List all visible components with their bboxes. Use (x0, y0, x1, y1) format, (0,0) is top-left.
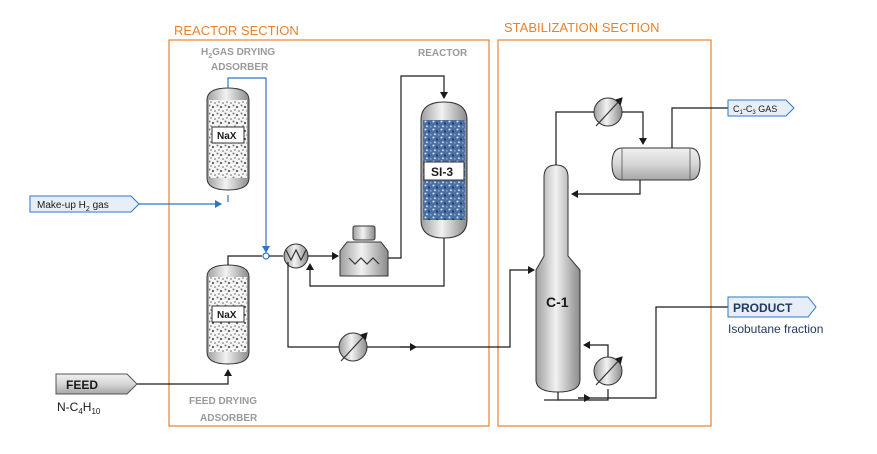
feed-formula: N-C4H10 (57, 400, 101, 416)
nax-bottom-label: NaX (217, 310, 237, 321)
condenser-to-drum (622, 111, 647, 145)
makeup-h2-tag: Make-up H2 gas (29, 195, 140, 213)
stabilization-section-title: STABILIZATION SECTION (504, 20, 660, 35)
product-text: PRODUCT (733, 301, 793, 315)
reflux-line (571, 180, 641, 198)
h2-dried-line (227, 77, 270, 253)
heater-to-reactor (388, 75, 448, 259)
heater (339, 225, 389, 277)
feed-drying-adsorber-label-2: ADSORBER (200, 413, 258, 424)
overhead-condenser (593, 97, 623, 127)
h2-mixing-point (262, 252, 270, 260)
reactor-section-box (168, 39, 490, 427)
effluent-to-cooler (287, 262, 339, 348)
si3-label: SI-3 (431, 165, 453, 179)
gas-offtake-line (671, 107, 728, 148)
product-description: Isobutane fraction (728, 322, 823, 336)
column-label: C-1 (546, 294, 569, 310)
nax-top-label: NaX (217, 131, 237, 142)
h2-drying-adsorber-label: H2GAS DRYING (201, 47, 275, 60)
feed-adsorber-outlet-line (227, 255, 262, 265)
makeup-h2-text: Make-up H2 gas (37, 200, 109, 213)
feed-drying-adsorber-label: FEED DRYING (189, 396, 257, 407)
feed-tag: FEED (55, 373, 138, 395)
overhead-vapor-line (555, 111, 594, 165)
reboiler (593, 356, 623, 386)
reactor-effluent-line (306, 238, 445, 287)
reactor-section-title: REACTOR SECTION (174, 23, 299, 38)
reflux-drum (611, 147, 701, 181)
reactor-vessel: SI-3 (420, 101, 468, 239)
bottoms-to-reboiler (557, 389, 609, 401)
gas-tag: C1-C3 GAS (727, 99, 795, 117)
feed-drying-adsorber: NaX (206, 264, 250, 365)
reactor-label: REACTOR (418, 48, 468, 59)
feed-text: FEED (66, 378, 98, 392)
product-tag: PRODUCT (727, 296, 817, 318)
stabilizer-column: C-1 (535, 164, 581, 393)
bottoms-product-line (578, 306, 728, 399)
h2-drying-adsorber: NaX (206, 87, 250, 191)
gas-text: C1-C3 GAS (733, 104, 777, 116)
h2-drying-adsorber-label-2: ADSORBER (211, 62, 269, 73)
reboiler-return (583, 341, 609, 357)
column-feed-cooler (338, 332, 368, 362)
feed-line (137, 369, 232, 385)
cooler-to-column (367, 266, 535, 348)
stabilization-section-box (497, 39, 712, 427)
